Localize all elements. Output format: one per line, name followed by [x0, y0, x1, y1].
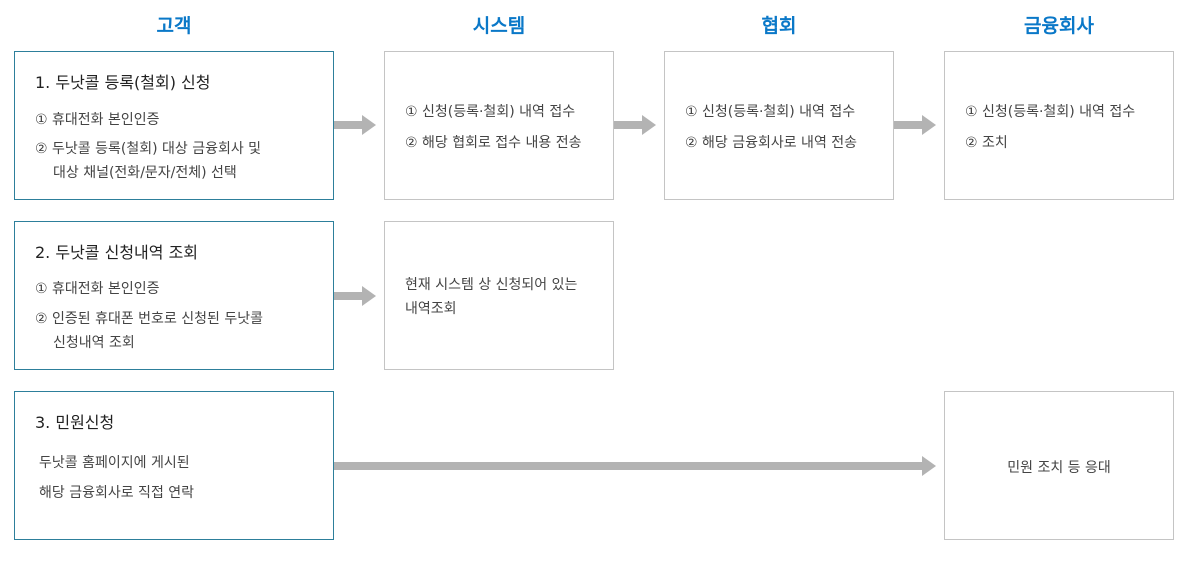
step-line: 신청내역 조회: [53, 335, 135, 351]
box-title: 1. 두낫콜 등록(철회) 신청: [35, 73, 211, 92]
customer-box-complaint: 3. 민원신청 두낫콜 홈페이지에 게시된 해당 금융회사로 직접 연락: [14, 391, 334, 540]
box-title: 3. 민원신청: [35, 413, 115, 432]
system-box-registration: ① 신청(등록·철회) 내역 접수 ② 해당 협회로 접수 내용 전송: [384, 51, 614, 200]
step-line: ② 해당 협회로 접수 내용 전송: [405, 135, 582, 151]
info-line: 해당 금융회사로 직접 연락: [39, 485, 195, 501]
box-title: 2. 두낫콜 신청내역 조회: [35, 243, 199, 262]
finance-box-registration: ① 신청(등록·철회) 내역 접수 ② 조치: [944, 51, 1174, 200]
flow-arrow: [894, 115, 936, 135]
step-line: ① 신청(등록·철회) 내역 접수: [965, 104, 1136, 120]
flow-arrow: [334, 286, 376, 306]
system-box-inquiry: 현재 시스템 상 신청되어 있는 내역조회: [384, 221, 614, 370]
step-line: ① 휴대전화 본인인증: [35, 281, 160, 297]
info-line: 내역조회: [405, 301, 457, 317]
association-box-registration: ① 신청(등록·철회) 내역 접수 ② 해당 금융회사로 내역 전송: [664, 51, 894, 200]
column-header-association: 협회: [761, 15, 797, 37]
column-header-system: 시스템: [472, 15, 526, 37]
step-line: ② 해당 금융회사로 내역 전송: [685, 135, 858, 151]
response-text: 민원 조치 등 응대: [1007, 460, 1111, 476]
info-line: 두낫콜 홈페이지에 게시된: [39, 455, 190, 471]
finance-box-complaint: 민원 조치 등 응대: [944, 391, 1174, 540]
step-line: ② 인증된 휴대폰 번호로 신청된 두낫콜: [35, 311, 264, 327]
column-header-finance: 금융회사: [1024, 15, 1094, 37]
info-line: 현재 시스템 상 신청되어 있는: [405, 277, 578, 293]
column-header-customer: 고객: [156, 15, 192, 37]
step-line: ② 두낫콜 등록(철회) 대상 금융회사 및: [35, 141, 262, 157]
customer-box-registration: 1. 두낫콜 등록(철회) 신청 ① 휴대전화 본인인증 ② 두낫콜 등록(철회…: [14, 51, 334, 200]
flow-arrow: [614, 115, 656, 135]
flow-arrow: [334, 115, 376, 135]
step-line: ① 신청(등록·철회) 내역 접수: [685, 104, 856, 120]
step-line: 대상 채널(전화/문자/전체) 선택: [53, 165, 237, 181]
step-line: ① 신청(등록·철회) 내역 접수: [405, 104, 576, 120]
step-line: ② 조치: [965, 135, 1008, 151]
flow-arrow-long: [334, 456, 936, 476]
step-line: ① 휴대전화 본인인증: [35, 112, 160, 128]
customer-box-inquiry: 2. 두낫콜 신청내역 조회 ① 휴대전화 본인인증 ② 인증된 휴대폰 번호로…: [14, 221, 334, 370]
